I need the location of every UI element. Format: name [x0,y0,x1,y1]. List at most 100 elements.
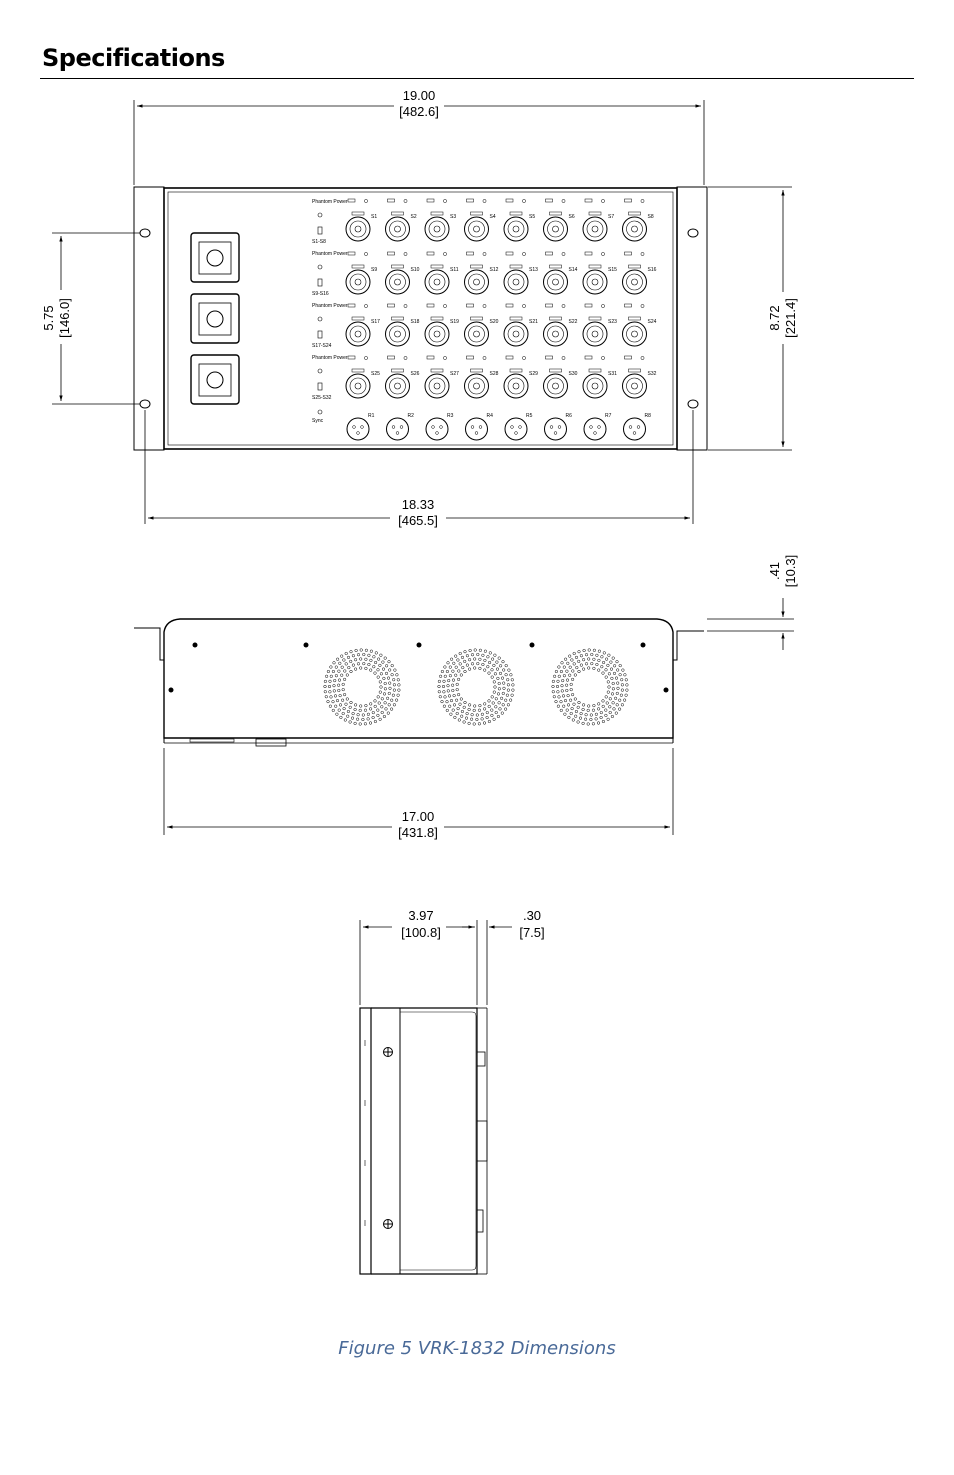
vent-hole [589,717,593,722]
clip-led [443,252,447,256]
latch [509,264,523,269]
phantom-led [317,264,323,270]
combo-connector [582,216,608,242]
vent-hole [331,708,335,712]
vent-hole [376,668,380,672]
connector-jack [354,330,362,338]
vent-hole [591,722,595,726]
vent-hole [599,715,603,720]
vent-hole [383,681,387,686]
pad-switch [347,198,356,203]
vent-hole [446,661,450,665]
vent-hole [592,648,596,652]
vent-hole [337,688,341,693]
vent-hole [460,714,464,718]
vent-hole [500,676,505,680]
vent-hole [451,678,456,682]
vent-hole [342,658,346,662]
latch [470,368,483,373]
chassis-top [163,618,674,739]
width-in: 19.00 [403,88,436,103]
latch [549,264,562,269]
vent-hole [470,653,475,657]
connector-jack [552,382,559,390]
pad-switch [624,251,632,256]
latch [509,368,523,373]
vent-hole [569,682,573,686]
vent-hole [552,695,556,699]
vent-hole [356,662,361,666]
xlr-pin [431,425,435,429]
vent-hole [579,663,583,667]
vent-hole [492,663,496,667]
vent-hole [451,708,455,712]
vent-hole [594,717,598,721]
vent-hole [386,696,390,700]
vent-hole [480,712,484,716]
clip-led [640,199,645,203]
vent-hole [483,658,487,662]
channel-label: S14 [569,267,578,273]
pad-switch [466,303,474,308]
vent-hole [448,665,452,669]
return-label: R6 [566,413,573,419]
pad-switch [505,303,514,308]
vent-hole [388,681,392,685]
vent-hole [332,689,336,693]
ear-hole [139,399,151,409]
vent-hole [565,688,569,693]
vent-hole [491,657,495,661]
vent-hole [587,657,591,661]
vent-hole [373,719,377,724]
channel-label: S24 [648,319,657,325]
hole-spacing-mm: [465.5] [398,513,438,528]
vent-hole [392,688,396,692]
xlr-pin [636,425,641,429]
vent-hole [599,711,603,715]
vent-hole [610,676,614,680]
vent-hole [350,716,355,720]
vent-hole [341,698,345,702]
vent-hole [467,707,471,712]
connector-inner [428,220,446,238]
vent-hole [618,707,622,711]
connector-inner [626,325,643,343]
vent-hole [386,676,391,680]
pad-switch [545,198,553,203]
vent-hole [396,693,400,697]
vent-hole [478,648,482,652]
clip-led [561,252,566,256]
connector-inner [349,377,367,395]
vent-hole [506,678,510,682]
connector-jack [512,382,520,390]
clip-led [561,199,566,203]
vent-hole [475,717,479,722]
vent-hole [463,700,467,705]
connector-inner [468,220,485,238]
connector-jack [631,382,638,390]
vent-hole [477,708,482,712]
vent-hole [387,660,391,664]
vent-hole [569,698,573,702]
vent-hole [382,692,387,696]
vent-hole [448,674,452,678]
vent-hole [343,677,347,681]
latch [391,368,404,373]
vent-hole [387,703,391,707]
channel-label: S13 [529,267,538,273]
vent-hole [383,687,387,691]
vent-hole [472,708,476,712]
vent-hole [488,660,492,665]
connector-jack [512,278,520,286]
vent-hole [487,699,491,703]
height-left-mm: [146.0] [57,298,72,338]
vent-hole [341,682,345,686]
pad-switch [584,198,593,203]
vent-hole [502,686,506,690]
connector-jack [552,278,559,286]
vent-hole [584,717,588,721]
page-heading: Specifications [42,44,225,72]
pad-switch [466,251,474,256]
vent-hole [369,702,373,706]
channel-label: S30 [569,371,578,377]
